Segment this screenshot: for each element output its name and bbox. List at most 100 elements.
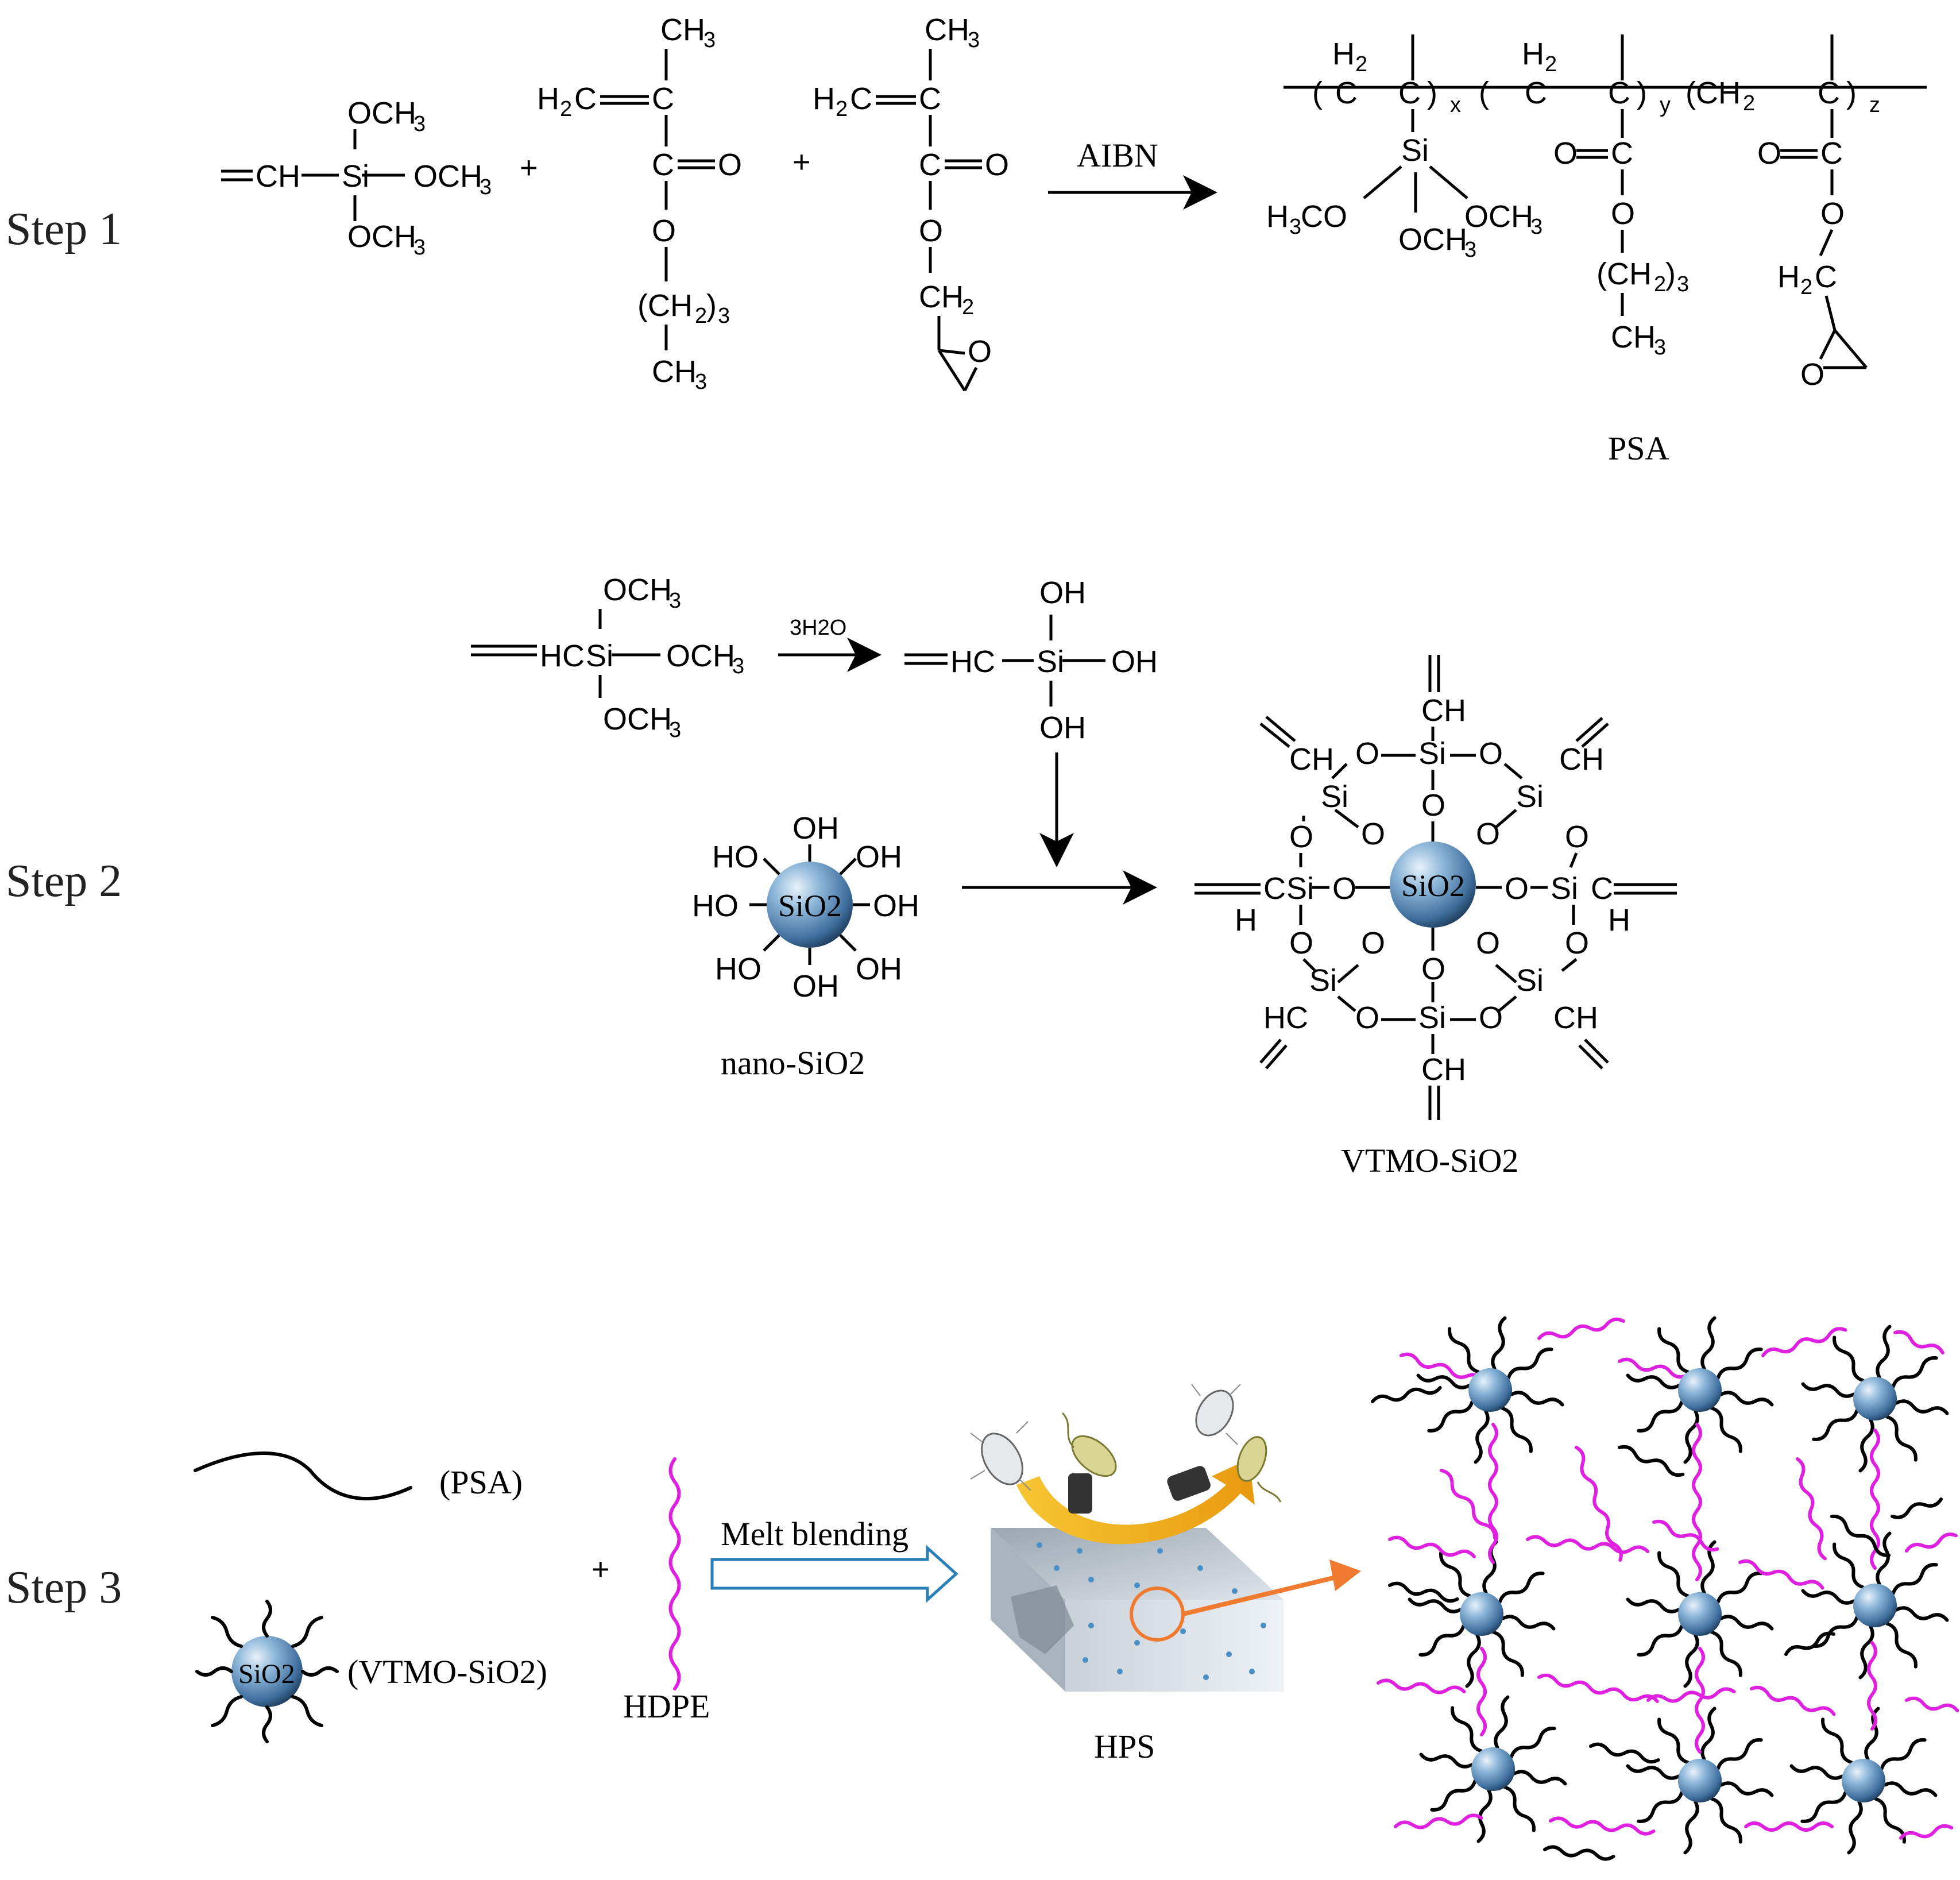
svg-text:OCH: OCH: [347, 96, 416, 130]
psa-chain: [1657, 1717, 1690, 1765]
psa-chain: [1716, 1348, 1763, 1380]
svg-text:(: (: [1479, 76, 1489, 110]
svg-text:Si: Si: [1516, 779, 1544, 814]
psa-chain: [1716, 1572, 1763, 1604]
svg-text:3: 3: [669, 718, 681, 742]
svg-text:C: C: [1611, 136, 1633, 171]
svg-text:O: O: [1361, 817, 1385, 851]
psa-chain: [1821, 1717, 1853, 1765]
psa-chain: [1895, 1606, 1949, 1622]
psa-chain: [1626, 1764, 1680, 1780]
psa-label: PSA: [1608, 430, 1669, 467]
svg-text:2: 2: [836, 97, 848, 121]
psa-chain: [1710, 1406, 1742, 1453]
svg-text:H: H: [1235, 903, 1257, 937]
svg-text:CH: CH: [652, 354, 697, 389]
hdpe-chain: [1692, 1423, 1702, 1581]
svg-text:CH: CH: [1289, 742, 1334, 777]
plus-sign-3: +: [592, 1552, 610, 1586]
aibn-label: AIBN: [1077, 137, 1158, 174]
sub-x: x: [1450, 93, 1461, 117]
psa-chain: [1451, 1706, 1483, 1753]
hps-label: HPS: [1094, 1728, 1155, 1765]
svg-text:HO: HO: [692, 889, 739, 923]
step-2-label: Step 2: [6, 856, 122, 906]
step3-scheme: (PSA) SiO2 (VTMO-SiO2) + HDPE Melt blend…: [194, 1316, 1959, 1861]
psa-chain: [1683, 1410, 1699, 1464]
hdpe-chain: [1750, 1685, 1836, 1716]
psa-chain: [1683, 1634, 1699, 1688]
psa-chain: [1683, 1800, 1699, 1855]
step-1-label: Step 1: [6, 204, 122, 254]
silica-nanoparticle: [1460, 1592, 1503, 1636]
psa-chain: [1895, 1399, 1949, 1415]
hdpe-chain: [1646, 1687, 1736, 1703]
svg-text:OCH: OCH: [1464, 199, 1533, 234]
psa-chain: [1618, 1445, 1685, 1477]
svg-text:O: O: [968, 334, 992, 369]
svg-text:3: 3: [413, 236, 426, 260]
svg-text:C: C: [574, 82, 597, 116]
svg-text:HC: HC: [950, 644, 995, 679]
svg-text:Si: Si: [1401, 133, 1429, 168]
psa-chain: [1589, 1742, 1660, 1764]
hdpe-chain: [1537, 1317, 1625, 1340]
svg-text:H: H: [813, 82, 835, 116]
svg-text:3: 3: [695, 370, 707, 394]
psa-chain: [1858, 1625, 1874, 1680]
psa-chain: [1700, 1707, 1717, 1761]
psa-chain: [1719, 1391, 1774, 1407]
svg-text:O: O: [1332, 871, 1356, 906]
psa-chain: [1833, 1542, 1865, 1589]
svg-text:C: C: [652, 82, 674, 116]
svg-text:H: H: [1522, 37, 1544, 71]
svg-text:CH: CH: [1421, 693, 1466, 728]
svg-text:OH: OH: [856, 840, 902, 874]
psa-legend-label: (PSA): [439, 1464, 523, 1501]
svg-text:OCH: OCH: [1398, 222, 1467, 257]
psa-chain: [1491, 1316, 1507, 1371]
svg-text:): ): [1637, 76, 1647, 110]
svg-text:O: O: [1361, 926, 1385, 960]
psa-chain: [1494, 1695, 1510, 1750]
silica-nanoparticle: [1678, 1759, 1722, 1802]
silica-nanoparticle: [1853, 1377, 1897, 1420]
svg-text:CH: CH: [1611, 320, 1656, 354]
psa-chain: [1833, 1335, 1865, 1383]
hdpe-chain: [1440, 1469, 1497, 1540]
svg-text:OH: OH: [856, 952, 902, 986]
psa-chain: [1371, 1386, 1442, 1403]
hdpe-chain: [1537, 1673, 1659, 1703]
svg-text:HO: HO: [712, 840, 759, 874]
svg-text:HO: HO: [715, 952, 761, 986]
svg-text:C: C: [1335, 76, 1358, 110]
svg-text:O: O: [1565, 820, 1589, 854]
psa-chain: [1891, 1497, 1943, 1519]
hdpe-chain: [1394, 1813, 1483, 1829]
hdpe-chain: [1652, 1519, 1719, 1552]
psa-chain: [1891, 1356, 1938, 1388]
svg-text:2: 2: [962, 295, 974, 319]
bacterium-icon-3: [1191, 1384, 1241, 1445]
hps-slab: [991, 1528, 1284, 1692]
svg-text:H: H: [537, 82, 559, 116]
svg-text:H: H: [1332, 37, 1355, 71]
psa-chain-icon: [194, 1452, 412, 1500]
svg-text:3: 3: [480, 175, 492, 199]
svg-text:O: O: [1421, 952, 1445, 986]
svg-text:(CH: (CH: [637, 288, 693, 323]
nano-sio2: SiO2 OH OH HO OH HO OH HO OH: [692, 811, 919, 1003]
svg-text:C: C: [1820, 136, 1843, 171]
svg-text:CH: CH: [925, 13, 969, 47]
antibacterial-arc: [970, 1384, 1282, 1545]
hdpe-chain: [1796, 1457, 1827, 1561]
psa-chain: [1501, 1615, 1556, 1631]
svg-text:O: O: [652, 214, 676, 248]
svg-text:O: O: [1505, 871, 1529, 906]
psa-chain: [1510, 1391, 1564, 1407]
